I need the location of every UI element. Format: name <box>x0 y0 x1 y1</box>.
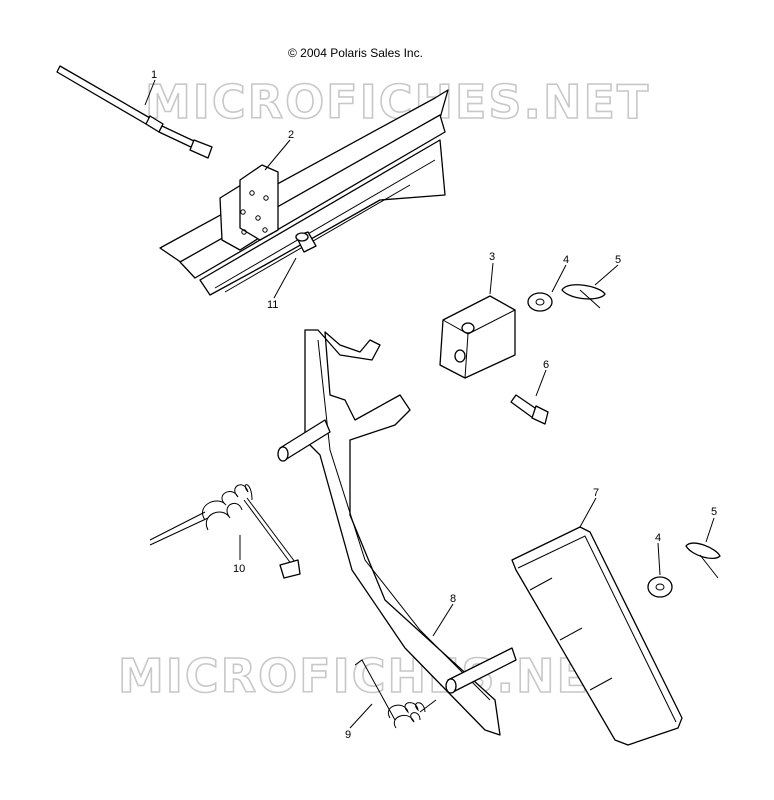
part-1-rod <box>56 65 213 159</box>
callout-9: 9 <box>345 729 351 741</box>
part-5-clip-upper <box>561 284 606 309</box>
part-3-block <box>439 295 516 379</box>
callout-4-lower: 4 <box>655 532 661 544</box>
callout-4-upper: 4 <box>563 254 569 266</box>
callout-6: 6 <box>543 359 549 371</box>
callout-3: 3 <box>489 251 495 263</box>
copyright-text: © 2004 Polaris Sales Inc. <box>288 46 423 60</box>
callout-7: 7 <box>593 487 599 499</box>
part-10-spring <box>149 484 301 579</box>
part-4-washer-upper <box>527 292 553 312</box>
part-7-pedal-pad <box>511 526 683 746</box>
part-5-clip-lower <box>685 542 721 579</box>
callout-8: 8 <box>450 593 456 605</box>
callout-5-upper: 5 <box>615 254 621 266</box>
part-6-bolt <box>510 394 549 425</box>
part-2-rail-bracket <box>159 89 449 296</box>
callout-leaders <box>144 79 715 729</box>
part-9-small-spring <box>354 659 437 729</box>
part-11-fastener <box>295 231 317 253</box>
part-8-pedal-lever <box>277 329 517 736</box>
callout-2: 2 <box>288 129 294 141</box>
callout-11: 11 <box>267 299 278 311</box>
callout-5-lower: 5 <box>711 506 717 518</box>
part-4-washer-lower <box>647 576 673 598</box>
watermark-bottom: MICROFICHES.NET <box>118 649 623 703</box>
callout-1: 1 <box>151 69 157 81</box>
callout-10: 10 <box>233 563 245 575</box>
